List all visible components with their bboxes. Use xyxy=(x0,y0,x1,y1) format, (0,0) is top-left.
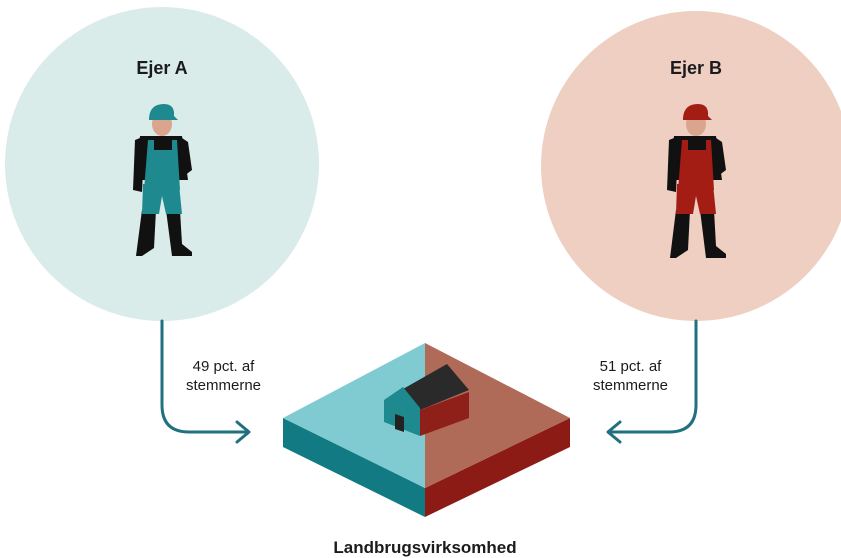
farm-house-icon xyxy=(384,364,469,436)
owner-a-share-line2: stemmerne xyxy=(185,377,262,394)
farmer-a-figure xyxy=(133,104,192,256)
owner-b-share-line1: 51 pct. af xyxy=(599,358,662,375)
owner-b-share-label: 51 pct. af stemmerne xyxy=(573,357,688,395)
owner-a-share-line1: 49 pct. af xyxy=(192,358,255,375)
farm-plot xyxy=(283,343,570,517)
arrow-from-owner-a xyxy=(160,319,251,444)
owner-a-share-label: 49 pct. af stemmerne xyxy=(166,357,281,395)
owner-b-title: Ejer B xyxy=(669,58,723,78)
farmer-b-figure xyxy=(667,104,726,258)
owner-b-share-line2: stemmerne xyxy=(592,377,669,394)
owner-a-title: Ejer A xyxy=(136,58,188,78)
business-label: Landbrugsvirksomhed xyxy=(333,538,517,557)
arrow-from-owner-b xyxy=(606,319,698,444)
